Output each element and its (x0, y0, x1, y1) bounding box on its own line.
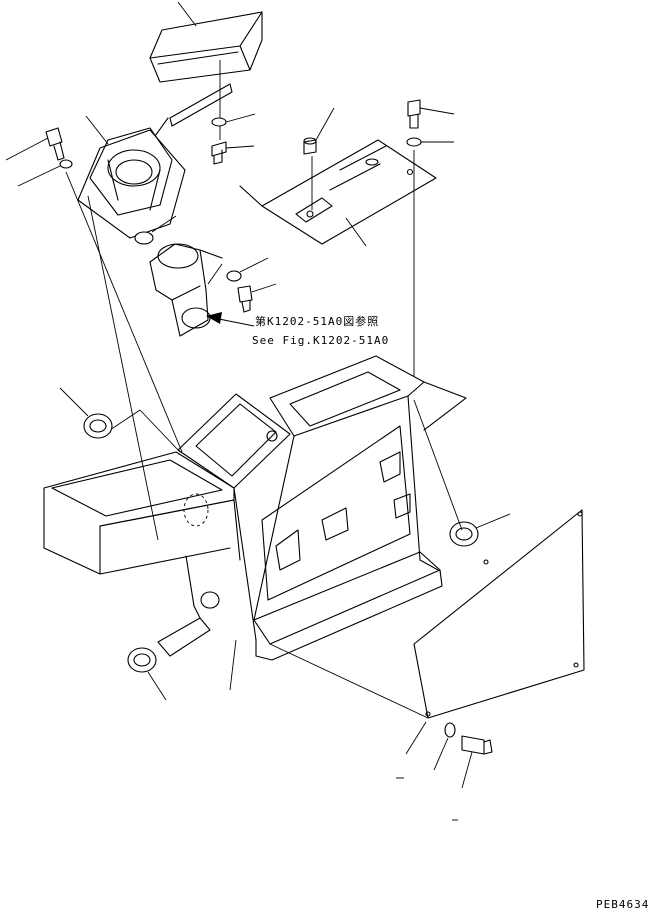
lever-boot (77, 127, 186, 239)
reference-en: See Fig.K1202-51A0 (252, 334, 389, 347)
washer-5 (444, 722, 456, 738)
washer-3 (226, 270, 242, 282)
grommet-right (449, 521, 479, 547)
grommet-bottom (127, 647, 157, 673)
drawing-code: PEB4634 (596, 898, 649, 911)
bolt-4 (407, 99, 421, 129)
bolt-1 (211, 141, 255, 165)
leader-armrest (177, 1, 197, 27)
bolt-3 (237, 285, 253, 313)
leader-plate (345, 217, 367, 247)
side-panel (413, 509, 585, 719)
reference-jp: 第K1202-51A0図参照 (255, 314, 379, 328)
washer-4 (406, 137, 422, 147)
washer-1 (211, 117, 227, 127)
armrest-pad (149, 11, 263, 83)
grommet-small (134, 231, 154, 245)
bolt-5 (461, 735, 493, 755)
console-frame (43, 355, 467, 661)
grommet-left (83, 413, 113, 439)
washer-2 (59, 159, 73, 169)
bolt-2 (45, 127, 65, 161)
lever-valve (149, 243, 223, 337)
leader-boot (85, 115, 109, 145)
cushion-stopper (303, 137, 317, 155)
reference-arrow (206, 312, 255, 327)
cover-plate (239, 139, 437, 245)
